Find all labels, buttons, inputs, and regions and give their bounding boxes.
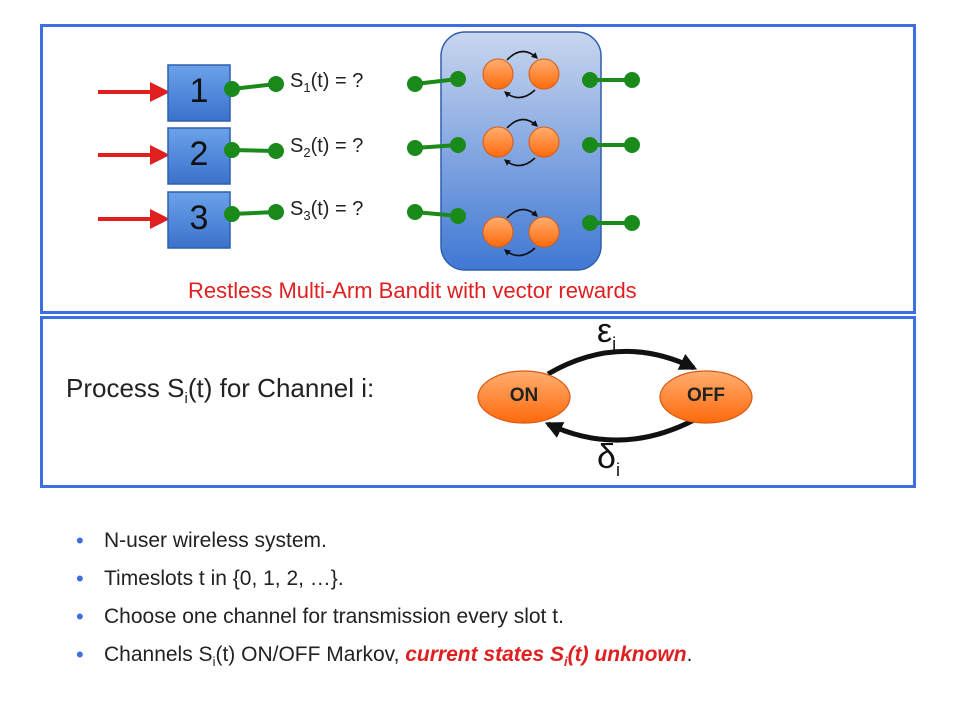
epsilon-label: εi bbox=[597, 312, 617, 354]
arm-number-3: 3 bbox=[189, 199, 209, 237]
arm-box-2[interactable] bbox=[167, 127, 231, 185]
epsilon-transition-arrow bbox=[546, 348, 698, 377]
markov-chain-1 bbox=[482, 50, 560, 99]
arm-box-1[interactable] bbox=[167, 64, 231, 122]
process-label: Process Si(t) for Channel i: bbox=[66, 373, 375, 408]
state-label-2: S2(t) = ? bbox=[290, 135, 364, 160]
arm-box-3[interactable] bbox=[167, 191, 231, 249]
bandit-wires bbox=[407, 71, 640, 231]
arm-output-wires bbox=[224, 76, 284, 222]
bandit-caption: Restless Multi-Arm Bandit with vector re… bbox=[188, 278, 637, 303]
bandit-box bbox=[440, 31, 602, 271]
arm-number-2: 2 bbox=[189, 135, 209, 173]
arm-number-1: 1 bbox=[189, 72, 209, 110]
state-label-1: S1(t) = ? bbox=[290, 70, 364, 95]
markov-chain-3 bbox=[482, 208, 560, 257]
bullet-list: N-user wireless system. Timeslots t in {… bbox=[74, 525, 692, 677]
state-label-3: S3(t) = ? bbox=[290, 198, 364, 223]
delta-transition-arrow bbox=[544, 417, 696, 443]
bullet-item: Timeslots t in {0, 1, 2, …}. bbox=[74, 563, 692, 601]
bullet-item: N-user wireless system. bbox=[74, 525, 692, 563]
bullet-item: Choose one channel for transmission ever… bbox=[74, 601, 692, 639]
on-state-label: ON bbox=[509, 385, 539, 406]
markov-chain-2 bbox=[482, 118, 560, 167]
on-state-node bbox=[477, 370, 571, 424]
process-panel bbox=[40, 316, 916, 488]
bullet-item: Channels Si(t) ON/OFF Markov, current st… bbox=[74, 639, 692, 677]
off-state-node bbox=[659, 370, 753, 424]
off-state-label: OFF bbox=[687, 385, 725, 406]
delta-label: δi bbox=[597, 438, 620, 480]
unknown-states-emphasis: current states Si(t) unknown bbox=[405, 643, 687, 670]
